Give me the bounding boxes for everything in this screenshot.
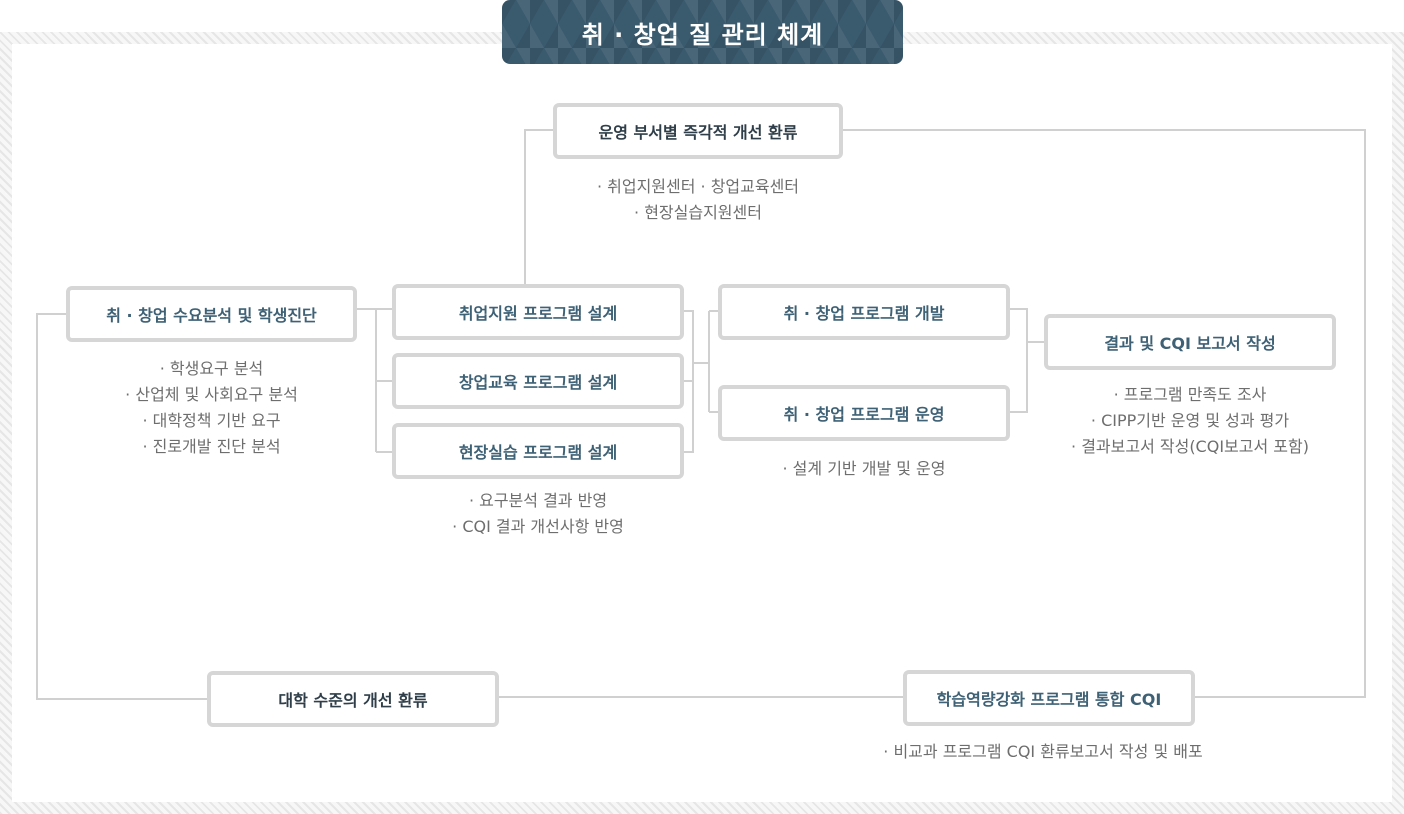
box-field-design-label: 현장실습 프로그램 설계 xyxy=(458,443,618,462)
notes-integrated-cqi: · 비교과 프로그램 CQI 환류보고서 작성 및 배포 xyxy=(843,739,1243,765)
note-item: · 취업지원센터 · 창업교육센터 xyxy=(596,177,800,196)
box-employment-design-label: 취업지원 프로그램 설계 xyxy=(458,304,618,323)
note-item: · 학생요구 분석 xyxy=(159,359,264,378)
box-startup-design: 창업교육 프로그램 설계 xyxy=(392,353,684,409)
page-title: 취 · 창업 질 관리 체계 xyxy=(581,20,824,49)
note-item: · 프로그램 만족도 조사 xyxy=(1113,385,1267,404)
box-integrated-cqi: 학습역량강화 프로그램 통합 CQI xyxy=(903,670,1195,726)
box-program-ops: 취 · 창업 프로그램 운영 xyxy=(718,385,1010,441)
notes-demand-analysis: · 학생요구 분석 · 산업체 및 사회요구 분석 · 대학정책 기반 요구 ·… xyxy=(66,356,357,460)
note-item: · CQI 결과 개선사항 반영 xyxy=(452,517,624,536)
box-demand-analysis: 취 · 창업 수요분석 및 학생진단 xyxy=(66,286,357,342)
box-integrated-cqi-label: 학습역량강화 프로그램 통합 CQI xyxy=(936,690,1162,709)
box-univ-feedback-label: 대학 수준의 개선 환류 xyxy=(278,691,428,710)
notes-design: · 요구분석 결과 반영 · CQI 결과 개선사항 반영 xyxy=(392,488,684,540)
note-item: · 현장실습지원센터 xyxy=(634,203,762,222)
box-dept-feedback-label: 운영 부서별 즉각적 개선 환류 xyxy=(598,123,798,142)
note-item: · 대학정책 기반 요구 xyxy=(142,411,281,430)
box-field-design: 현장실습 프로그램 설계 xyxy=(392,423,684,479)
box-program-ops-label: 취 · 창업 프로그램 운영 xyxy=(783,405,945,424)
title-banner: 취 · 창업 질 관리 체계 xyxy=(502,0,903,64)
box-dept-feedback: 운영 부서별 즉각적 개선 환류 xyxy=(553,103,843,159)
box-employment-design: 취업지원 프로그램 설계 xyxy=(392,284,684,340)
notes-cqi-report: · 프로그램 만족도 조사 · CIPP기반 운영 및 성과 평가 · 결과보고… xyxy=(1044,382,1336,460)
note-item: · CIPP기반 운영 및 성과 평가 xyxy=(1090,411,1290,430)
note-item: · 요구분석 결과 반영 xyxy=(468,491,608,510)
note-item: · 진로개발 진단 분석 xyxy=(142,437,281,456)
notes-dev-ops: · 설계 기반 개발 및 운영 xyxy=(718,456,1010,482)
box-cqi-report: 결과 및 CQI 보고서 작성 xyxy=(1044,314,1336,370)
note-item: · 결과보고서 작성(CQI보고서 포함) xyxy=(1071,437,1309,456)
box-cqi-report-label: 결과 및 CQI 보고서 작성 xyxy=(1104,334,1276,353)
note-item: · 설계 기반 개발 및 운영 xyxy=(782,459,946,478)
box-startup-design-label: 창업교육 프로그램 설계 xyxy=(458,373,618,392)
box-demand-analysis-label: 취 · 창업 수요분석 및 학생진단 xyxy=(106,306,317,325)
notes-dept-feedback: · 취업지원센터 · 창업교육센터 · 현장실습지원센터 xyxy=(553,174,843,226)
note-item: · 산업체 및 사회요구 분석 xyxy=(125,385,298,404)
note-item: · 비교과 프로그램 CQI 환류보고서 작성 및 배포 xyxy=(883,742,1203,761)
box-program-dev: 취 · 창업 프로그램 개발 xyxy=(718,284,1010,340)
box-program-dev-label: 취 · 창업 프로그램 개발 xyxy=(783,304,945,323)
box-univ-feedback: 대학 수준의 개선 환류 xyxy=(207,671,499,727)
